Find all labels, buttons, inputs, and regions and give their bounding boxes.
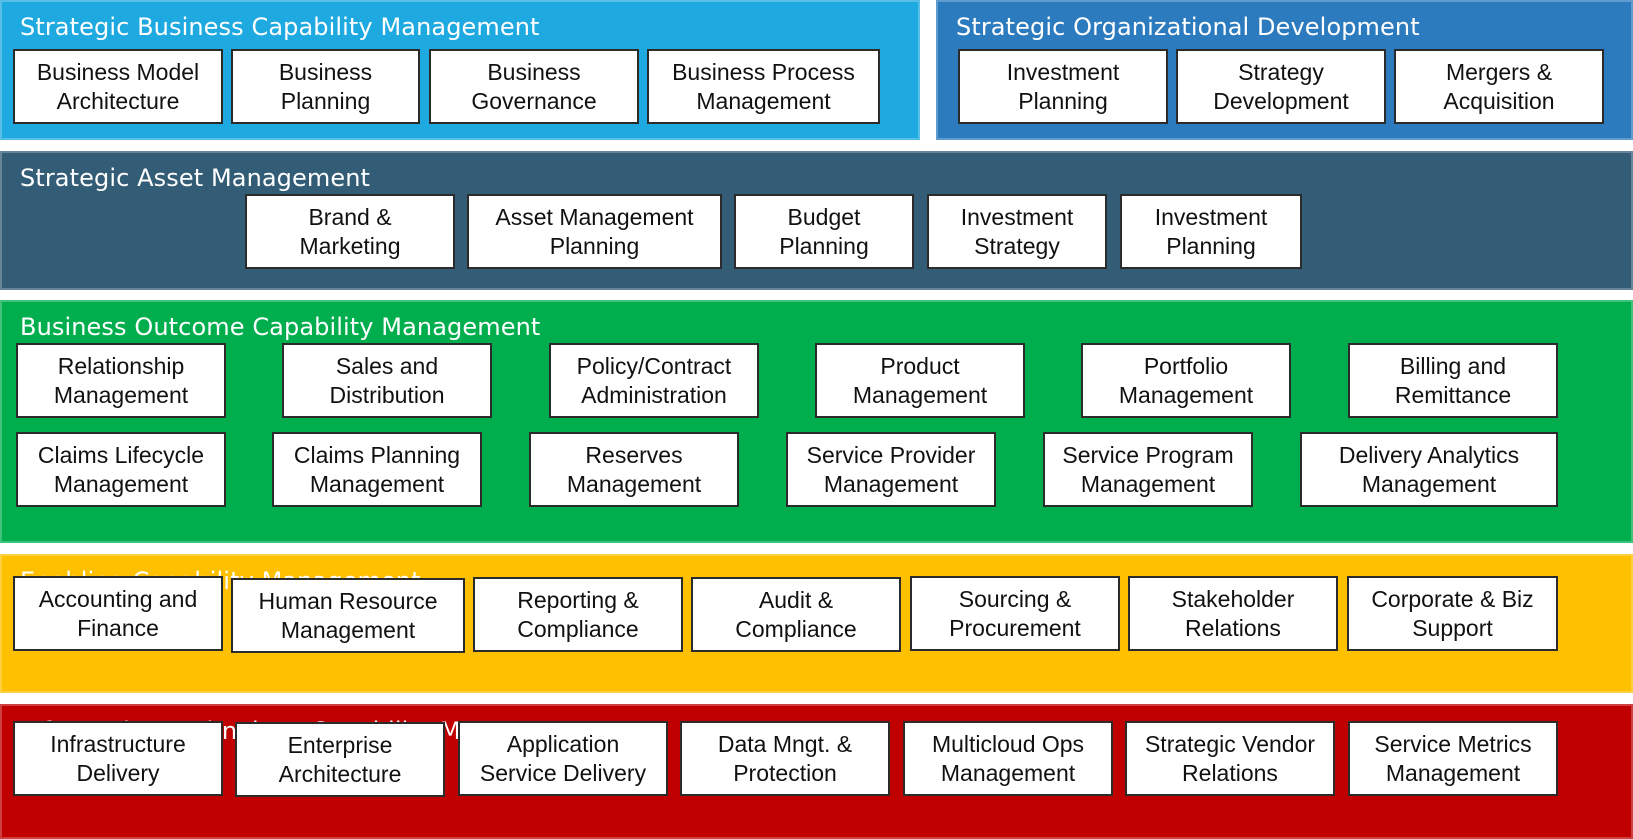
capability-box[interactable]: Business Planning [231, 49, 420, 124]
capability-box[interactable]: Service Program Management [1043, 432, 1253, 507]
capability-box[interactable]: Strategy Development [1176, 49, 1386, 124]
capability-box[interactable]: Business Governance [429, 49, 639, 124]
capability-box[interactable]: Investment Planning [1120, 194, 1302, 269]
strategic-organizational-panel: Strategic Organizational Development Inv… [936, 0, 1633, 140]
capability-box[interactable]: Product Management [815, 343, 1025, 418]
panel-title: Strategic Organizational Development [956, 13, 1420, 41]
capability-box[interactable]: Mergers & Acquisition [1394, 49, 1604, 124]
capability-box[interactable]: Investment Planning [958, 49, 1168, 124]
capability-box[interactable]: Claims Planning Management [272, 432, 482, 507]
capability-box[interactable]: Service Metrics Management [1348, 721, 1558, 796]
capability-box[interactable]: Business Model Architecture [13, 49, 223, 124]
capability-box[interactable]: Data Mngt. & Protection [680, 721, 890, 796]
capability-box[interactable]: Application Service Delivery [458, 721, 668, 796]
capability-box[interactable]: Portfolio Management [1081, 343, 1291, 418]
strategic-asset-panel: Strategic Asset Management Brand & Marke… [0, 151, 1633, 290]
business-outcome-panel: Business Outcome Capability Management R… [0, 300, 1633, 543]
capability-box[interactable]: Sales and Distribution [282, 343, 492, 418]
capability-box[interactable]: Multicloud Ops Management [903, 721, 1113, 796]
capability-box[interactable]: Billing and Remittance [1348, 343, 1558, 418]
capability-box[interactable]: Delivery Analytics Management [1300, 432, 1558, 507]
capability-box[interactable]: Corporate & Biz Support [1347, 576, 1558, 651]
capability-box[interactable]: Infrastructure Delivery [13, 721, 223, 796]
capability-box[interactable]: Human Resource Management [231, 578, 465, 653]
capability-box[interactable]: Relationship Management [16, 343, 226, 418]
capability-box[interactable]: Asset Management Planning [467, 194, 722, 269]
capability-box[interactable]: Stakeholder Relations [1128, 576, 1338, 651]
panel-title: Strategic Asset Management [20, 164, 371, 192]
enabling-capability-panel: Enabling Capability Management Accountin… [0, 554, 1633, 693]
capability-box[interactable]: Claims Lifecycle Management [16, 432, 226, 507]
information-technology-panel: Information Technology Capability Manage… [0, 704, 1633, 839]
capability-box[interactable]: Sourcing & Procurement [910, 576, 1120, 651]
panel-title: Business Outcome Capability Management [20, 313, 541, 341]
capability-box[interactable]: Strategic Vendor Relations [1125, 721, 1335, 796]
capability-box[interactable]: Budget Planning [734, 194, 914, 269]
capability-box[interactable]: Brand & Marketing [245, 194, 455, 269]
strategic-business-capability-panel: Strategic Business Capability Management… [0, 0, 920, 140]
capability-box[interactable]: Enterprise Architecture [235, 722, 445, 797]
capability-box[interactable]: Policy/Contract Administration [549, 343, 759, 418]
capability-box[interactable]: Reserves Management [529, 432, 739, 507]
capability-box[interactable]: Service Provider Management [786, 432, 996, 507]
capability-box[interactable]: Accounting and Finance [13, 576, 223, 651]
capability-box[interactable]: Investment Strategy [927, 194, 1107, 269]
capability-box[interactable]: Audit & Compliance [691, 577, 901, 652]
panel-title: Strategic Business Capability Management [20, 13, 540, 41]
capability-box[interactable]: Business Process Management [647, 49, 880, 124]
capability-box[interactable]: Reporting & Compliance [473, 577, 683, 652]
